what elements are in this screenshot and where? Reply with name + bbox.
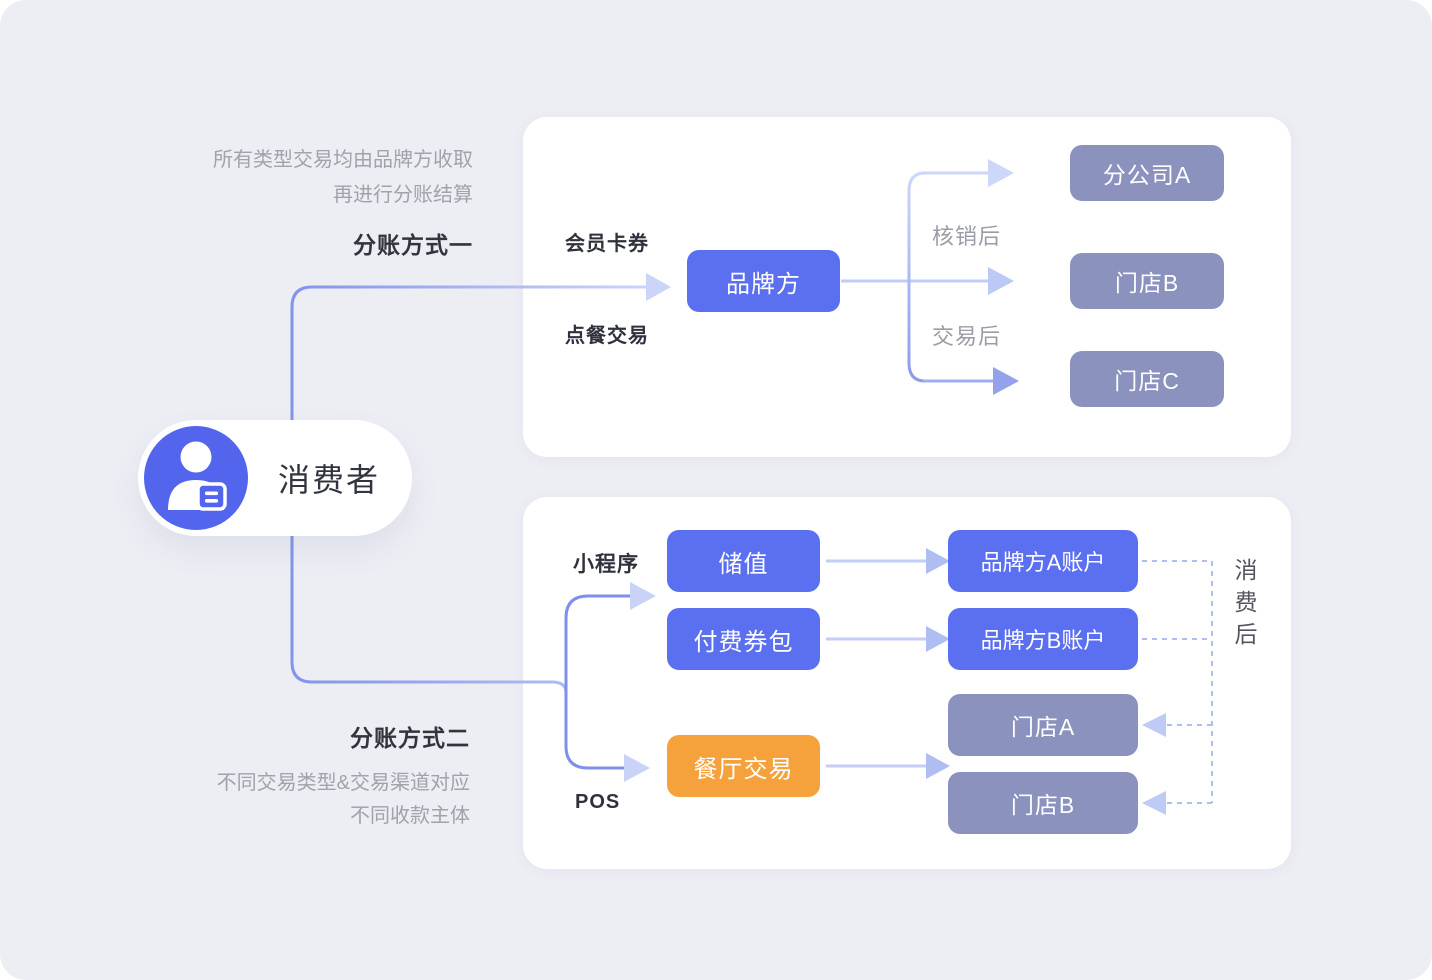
label-order-transaction: 点餐交易: [565, 325, 649, 347]
person-badge-icon: [168, 441, 227, 511]
node-store-b-method-one: 门店B: [1070, 253, 1224, 309]
node-store-a: 门店A: [948, 694, 1138, 756]
method-one-annotation-line1: 所有类型交易均由品牌方收取: [213, 149, 473, 171]
node-brand-account-a: 品牌方A账户: [948, 530, 1138, 592]
label-miniprogram: 小程序: [573, 553, 639, 576]
node-branch-company-a: 分公司A: [1070, 145, 1224, 201]
label-after-transaction: 交易后: [932, 324, 1002, 349]
consumer-label: 消费者: [278, 462, 381, 498]
method-two-annotation-line1: 不同交易类型&交易渠道对应: [216, 772, 470, 794]
consumer-pill: 消费者: [138, 420, 412, 536]
label-pos: POS: [575, 791, 621, 813]
node-paid-coupon: 付费券包: [667, 608, 820, 670]
node-stored-value: 储值: [667, 530, 820, 592]
method-one-annotation: 所有类型交易均由品牌方收取 再进行分账结算: [113, 143, 473, 213]
method-two-annotation-line2: 不同收款主体: [350, 805, 470, 827]
method-one-title: 分账方式一: [353, 232, 473, 258]
label-member-coupon: 会员卡券: [565, 233, 649, 255]
label-after-consume: 消费后: [1231, 558, 1257, 654]
node-store-b-method-two: 门店B: [948, 772, 1138, 834]
method-two-annotation: 不同交易类型&交易渠道对应 不同收款主体: [110, 767, 470, 833]
label-after-writeoff: 核销后: [932, 224, 1002, 249]
method-two-title: 分账方式二: [350, 725, 470, 751]
method-one-annotation-line2: 再进行分账结算: [333, 184, 473, 206]
node-restaurant-transaction: 餐厅交易: [667, 735, 820, 797]
consumer-avatar: [144, 426, 248, 530]
node-brand: 品牌方: [687, 250, 840, 312]
node-brand-account-b: 品牌方B账户: [948, 608, 1138, 670]
node-store-c: 门店C: [1070, 351, 1224, 407]
